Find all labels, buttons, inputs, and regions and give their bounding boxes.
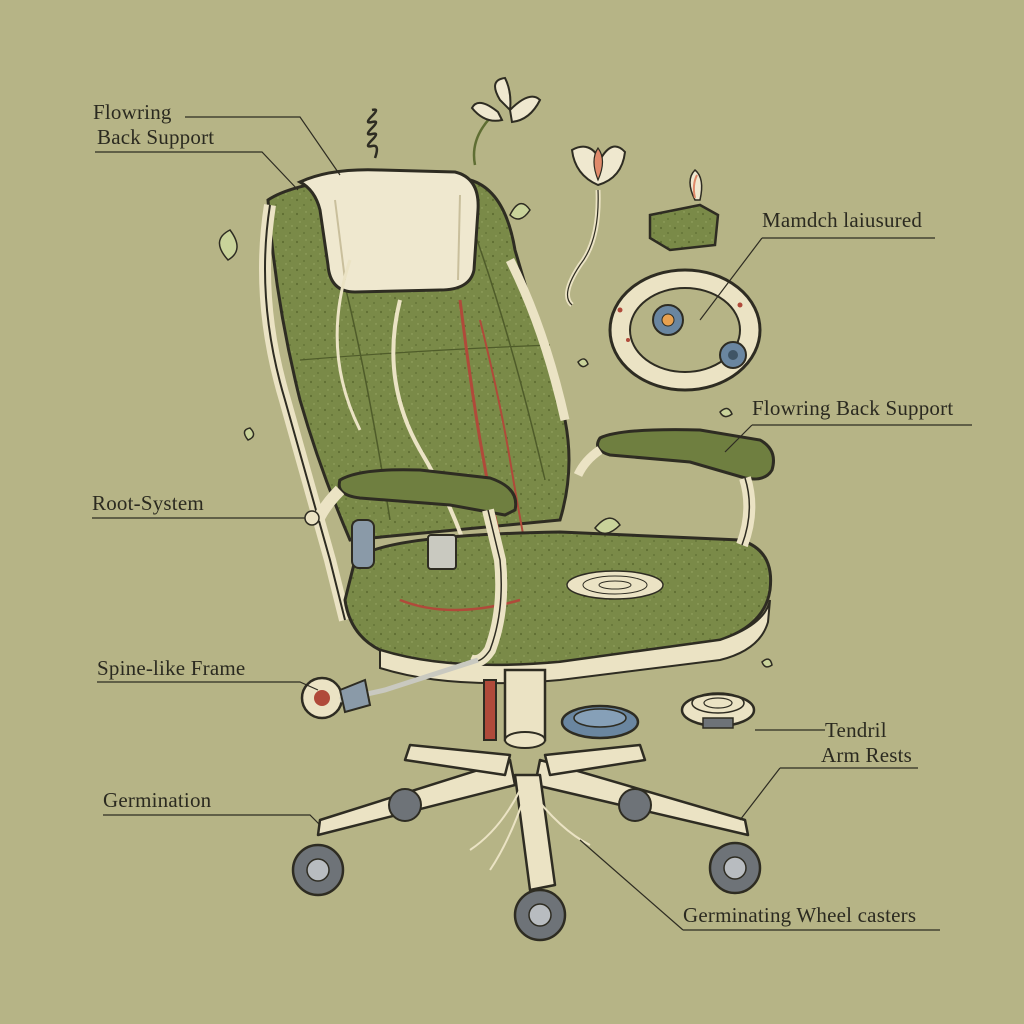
vines <box>335 259 531 571</box>
leaf-icon <box>218 202 773 668</box>
moss-block-icon <box>648 168 720 252</box>
gas-cylinder <box>483 668 547 749</box>
label-tendril-line1: Tendril <box>825 718 887 742</box>
label-germination: Germination <box>103 788 212 812</box>
caster-wheels <box>291 788 762 942</box>
lever-dial-icon <box>300 657 479 720</box>
seed-ring-cross-section <box>608 268 762 392</box>
label-root-system: Root-System <box>92 491 204 515</box>
caster-back-left <box>388 788 422 822</box>
label-back-support-top-line2: Back Support <box>97 125 215 149</box>
label-mamdch: Mamdch laiusured <box>762 208 923 232</box>
label-wheel-casters: Germinating Wheel casters <box>683 903 917 927</box>
seat-cushion <box>343 530 773 685</box>
leader-lines <box>92 116 972 931</box>
caster-back-right <box>618 788 652 822</box>
star-base <box>316 743 750 892</box>
armrest-right <box>573 428 775 548</box>
label-back-support-top-line1: Flowring <box>93 100 172 124</box>
caster-right <box>708 841 762 895</box>
bud-icon <box>565 145 627 307</box>
caster-front <box>513 888 567 942</box>
gear-icon <box>560 704 640 740</box>
caster-left <box>291 843 345 897</box>
lotus-flower-icon <box>470 76 542 166</box>
headrest <box>296 168 480 294</box>
label-spine-frame: Spine-like Frame <box>97 656 246 680</box>
label-tendril-line2: Arm Rests <box>821 743 913 767</box>
gear-icon <box>719 341 747 369</box>
spring-icon <box>366 108 379 159</box>
knob-icon <box>680 692 756 729</box>
label-back-support-right: Flowring Back Support <box>752 396 954 420</box>
control-unit <box>351 519 457 570</box>
